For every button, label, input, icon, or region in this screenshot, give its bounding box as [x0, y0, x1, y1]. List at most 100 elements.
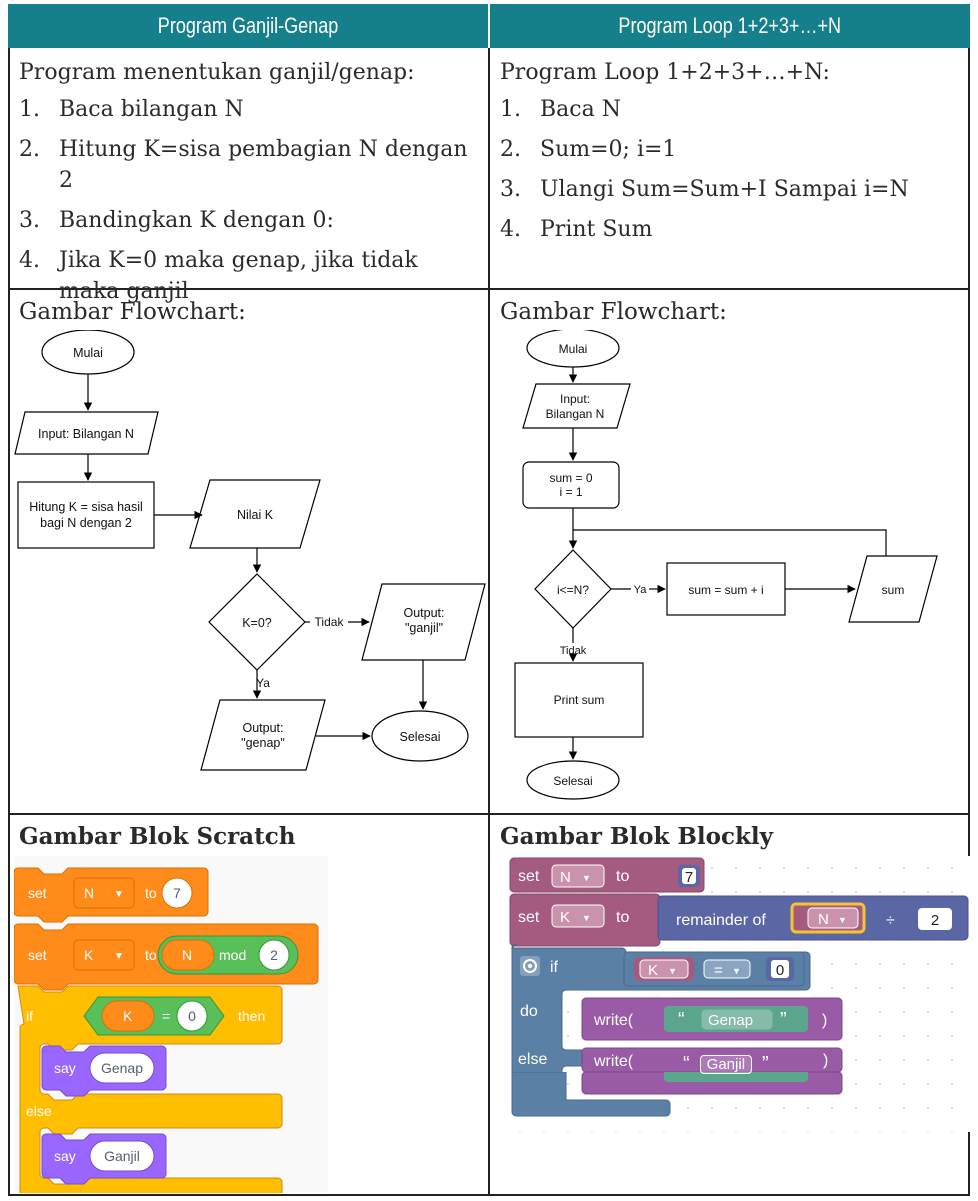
flowchart-label-left: Gambar Flowchart: — [19, 299, 246, 325]
svg-text:write(: write( — [593, 1053, 634, 1070]
process-label-2: bagi N dengan 2 — [40, 516, 132, 530]
svg-text:do: do — [520, 1003, 538, 1020]
svg-text:=: = — [162, 1008, 170, 1024]
scratch-blocks: set N ▼ to set K ▼ to N mod if K = then … — [14, 856, 328, 1193]
input-label: Input: Bilangan N — [38, 427, 134, 441]
svg-text:7: 7 — [685, 869, 693, 886]
scratch-var-n-dropdown[interactable] — [73, 877, 135, 909]
svg-text:set: set — [518, 909, 540, 926]
svg-text:to: to — [145, 947, 157, 963]
chevron-down-icon: ▼ — [114, 951, 124, 962]
list-item: 3.Bandingkan K dengan 0: — [19, 208, 334, 233]
svg-text:to: to — [145, 885, 157, 901]
svg-text:then: then — [238, 1008, 265, 1024]
scratch-ganjil-input[interactable] — [89, 1140, 155, 1172]
border-middle — [488, 48, 490, 1196]
chevron-down-icon: ▼ — [668, 966, 677, 976]
blockly-text-ganjil — [664, 1072, 808, 1082]
svg-text:write(: write( — [593, 1012, 634, 1029]
svg-text:mod: mod — [219, 947, 246, 963]
svg-text:K: K — [84, 947, 94, 963]
yes-label: Ya — [634, 584, 648, 596]
flowchart-left: Mulai Input: Bilangan N Hitung K = sisa … — [14, 330, 486, 771]
chevron-down-icon: ▼ — [114, 889, 124, 900]
flowchart-right: Mulai Input: Bilangan N sum = 0 i = 1 i<… — [514, 330, 938, 800]
input-parallelogram — [14, 411, 159, 455]
scratch-if-else-block — [17, 985, 283, 1193]
svg-text:to: to — [616, 909, 629, 926]
scratch-var-k-dropdown[interactable] — [73, 939, 135, 971]
end-terminal — [526, 760, 620, 800]
svg-text:Ganjil: Ganjil — [104, 1148, 140, 1164]
svg-text:): ) — [822, 1012, 827, 1029]
output-even-label-2: "genap" — [241, 736, 285, 750]
header-right-title: Program Loop 1+2+3+…+N — [618, 13, 842, 38]
scratch-genap-input[interactable] — [89, 1052, 155, 1084]
decision-label: K=0? — [242, 616, 272, 630]
left-program-steps: 1.Baca bilangan N 2.Hitung K=sisa pembag… — [19, 94, 481, 316]
svg-text:say: say — [54, 1060, 76, 1076]
scratch-set-text: set — [28, 885, 47, 901]
svg-text:to: to — [616, 868, 629, 885]
blockly-label: Gambar Blok Blockly — [500, 823, 774, 850]
no-label: Tidak — [315, 615, 345, 629]
header-left-title: Program Ganjil-Genap — [157, 13, 339, 38]
svg-text:K: K — [123, 1008, 133, 1024]
svg-text:N: N — [560, 869, 571, 886]
row-divider-1 — [8, 288, 970, 290]
init-label-1: sum = 0 — [549, 471, 592, 485]
output-odd-parallelogram — [361, 583, 486, 661]
list-item: 2.Hitung K=sisa pembagian N dengan 2 — [19, 137, 468, 193]
svg-text:2: 2 — [270, 947, 278, 963]
right-program-intro: Program Loop 1+2+3+…+N: — [500, 60, 830, 85]
svg-text:N: N — [818, 911, 829, 928]
print-label: Print sum — [554, 693, 605, 707]
row-divider-2 — [8, 813, 970, 815]
svg-text:set: set — [28, 947, 47, 963]
output-parallelogram — [848, 555, 938, 623]
end-label: Selesai — [400, 730, 441, 744]
svg-text:if: if — [550, 959, 559, 976]
list-item: 1.Baca bilangan N — [19, 97, 244, 122]
output-even-parallelogram — [200, 699, 326, 771]
print-box — [514, 662, 644, 738]
start-label: Mulai — [73, 346, 103, 360]
blockly-eq-dropdown[interactable] — [703, 959, 751, 979]
svg-text:N: N — [182, 947, 192, 963]
chevron-down-icon: ▼ — [732, 966, 741, 976]
svg-text:set: set — [518, 868, 540, 885]
blockly-ganjil-input[interactable]: Ganjil — [699, 1055, 753, 1074]
value-label: Nilai K — [237, 508, 274, 522]
svg-text:2: 2 — [931, 912, 939, 929]
border-bottom — [8, 1194, 970, 1196]
init-label-2: i = 1 — [559, 485, 582, 499]
list-item: 4.Jika K=0 maka genap, jika tidak maka g… — [19, 248, 418, 304]
blockly-text-genap — [664, 1006, 808, 1032]
svg-text:else: else — [26, 1103, 52, 1119]
blockly-number-2[interactable] — [918, 908, 952, 930]
start-label: Mulai — [559, 342, 588, 356]
svg-text:”: ” — [780, 1009, 787, 1031]
right-program-steps: 1.Baca N 2.Sum=0; i=1 3.Ulangi Sum=Sum+I… — [500, 94, 962, 254]
chevron-down-icon: ▼ — [582, 873, 591, 883]
svg-text:0: 0 — [776, 962, 784, 979]
header-right: Program Loop 1+2+3+…+N — [490, 4, 970, 48]
blockly-ganjil-text: “ Ganjil ” — [683, 1053, 769, 1075]
blockly-close-paren-ganjil: ) — [823, 1052, 829, 1069]
scratch-value-7[interactable] — [161, 877, 193, 909]
svg-text:remainder of: remainder of — [676, 912, 766, 929]
scratch-k-reporter — [101, 1000, 155, 1032]
scratch-value-0[interactable] — [176, 1000, 208, 1032]
blockly-genap-input[interactable] — [701, 1009, 773, 1030]
chevron-down-icon: ▼ — [582, 913, 591, 923]
blockly-var-n-dropdown[interactable] — [551, 864, 605, 888]
scratch-value-2[interactable] — [258, 939, 290, 971]
output-even-label-1: Output: — [243, 721, 284, 735]
svg-text:say: say — [54, 1148, 76, 1164]
end-label: Selesai — [553, 774, 592, 788]
blockly-var-k-dropdown[interactable] — [551, 904, 605, 928]
svg-text:7: 7 — [173, 885, 181, 901]
header-left: Program Ganjil-Genap — [8, 4, 488, 48]
no-label: Tidak — [560, 645, 587, 657]
input-label-1: Input: — [560, 392, 590, 406]
